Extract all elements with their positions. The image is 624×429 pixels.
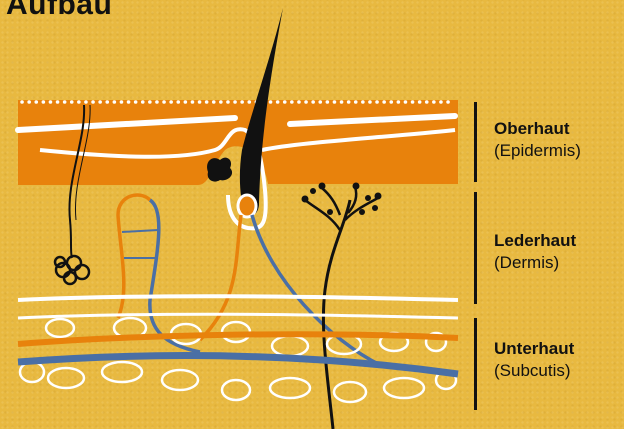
sweat-gland-coil bbox=[55, 256, 89, 284]
label-subcutis-name: Unterhaut bbox=[494, 338, 624, 360]
dermis-boundary bbox=[18, 296, 458, 300]
sebaceous-gland bbox=[207, 158, 232, 182]
divider-dermis bbox=[474, 192, 477, 304]
capillary-arterial bbox=[118, 195, 150, 318]
label-epidermis-name: Oberhaut bbox=[494, 118, 624, 140]
nerve-endings bbox=[302, 183, 382, 216]
divider-epidermis bbox=[474, 102, 477, 182]
label-dermis: Lederhaut (Dermis) bbox=[494, 230, 624, 274]
divider-subcutis bbox=[474, 318, 477, 410]
capillary-venous bbox=[150, 200, 200, 352]
vein-main bbox=[18, 356, 458, 374]
label-dermis-name: Lederhaut bbox=[494, 230, 624, 252]
capillary-rungs bbox=[122, 230, 158, 258]
label-subcutis-latin: (Subcutis) bbox=[494, 360, 624, 382]
subcutis-boundary bbox=[18, 314, 458, 318]
label-dermis-latin: (Dermis) bbox=[494, 252, 624, 274]
label-epidermis: Oberhaut (Epidermis) bbox=[494, 118, 624, 162]
label-subcutis: Unterhaut (Subcutis) bbox=[494, 338, 624, 382]
hair-bulb bbox=[238, 195, 256, 217]
label-epidermis-latin: (Epidermis) bbox=[494, 140, 624, 162]
